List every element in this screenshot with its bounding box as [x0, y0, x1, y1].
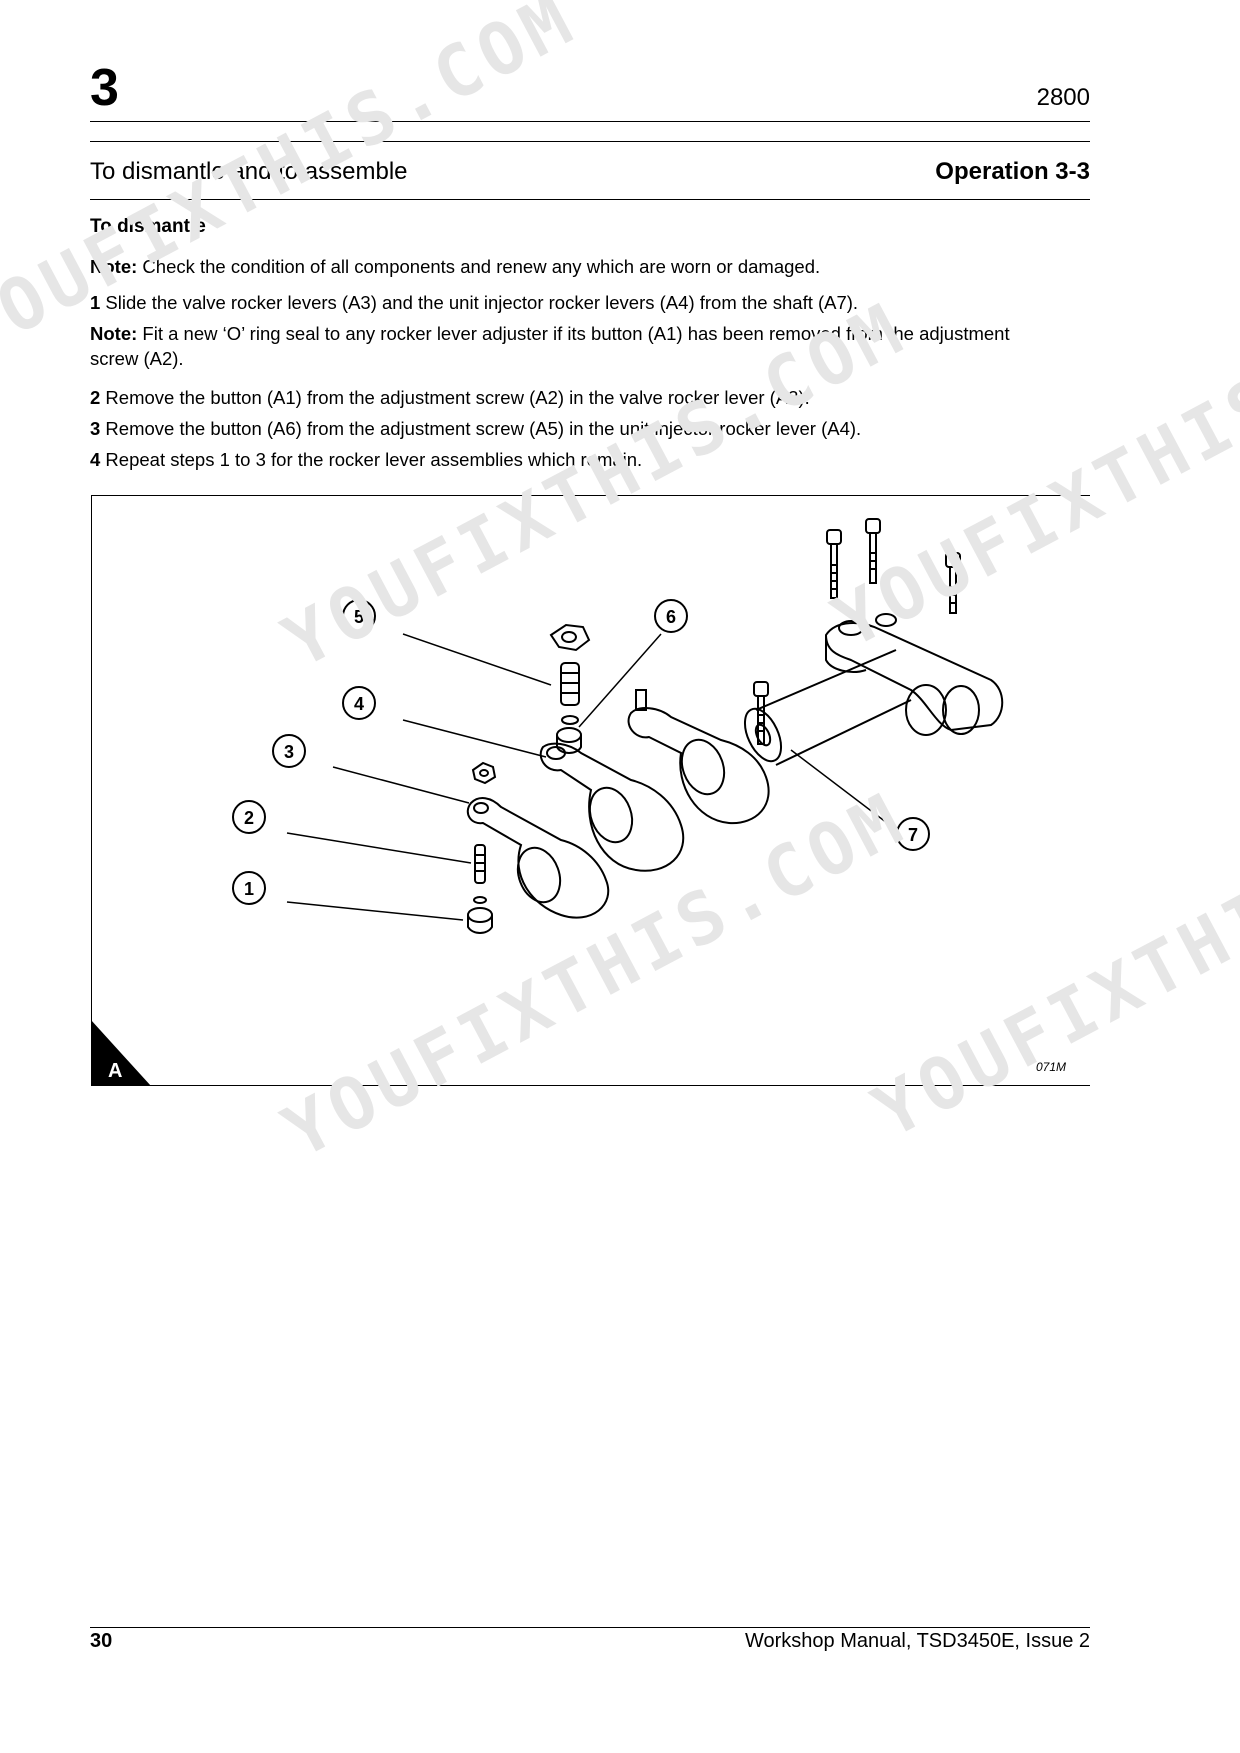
callout-2: 2 — [232, 800, 266, 834]
step-text: Repeat steps 1 to 3 for the rocker lever… — [100, 449, 643, 470]
page-number: 30 — [90, 1630, 113, 1652]
note-text: Check the condition of all components an… — [137, 256, 821, 277]
svg-text:6: 6 — [666, 607, 676, 627]
adjuster-button — [556, 727, 582, 754]
svg-text:2: 2 — [244, 808, 254, 828]
step-number: 2 — [90, 387, 101, 408]
bolt-illustration — [945, 552, 961, 614]
operation-number: Operation 3-3 — [935, 158, 1090, 185]
bolt-illustration — [826, 529, 842, 599]
svg-text:4: 4 — [354, 694, 364, 714]
rocker-shaft — [743, 649, 912, 766]
figure-label: A — [108, 1060, 122, 1082]
step-number: 4 — [90, 449, 101, 470]
svg-text:7: 7 — [908, 825, 918, 845]
svg-text:5: 5 — [354, 607, 364, 627]
chapter-number: 3 — [90, 59, 119, 117]
step-text: Slide the valve rocker levers (A3) and t… — [100, 292, 859, 313]
note-text: Fit a new ‘O’ ring seal to any rocker le… — [90, 323, 1010, 369]
step-number: 1 — [90, 292, 101, 313]
footer-rule — [90, 1627, 1090, 1628]
note-lead: Note: — [90, 256, 138, 277]
step-paragraph: 1 Slide the valve rocker levers (A3) and… — [90, 290, 1050, 315]
note-paragraph: Note: Check the condition of all compone… — [90, 254, 1050, 279]
section-title: To dismantle and to assemble — [90, 158, 408, 185]
step-paragraph: 3 Remove the button (A6) from the adjust… — [90, 416, 1050, 441]
note-paragraph: Note: Fit a new ‘O’ ring seal to any roc… — [90, 321, 1050, 371]
figure-code: 071M — [1035, 1060, 1066, 1074]
bolt-illustration — [753, 681, 769, 745]
header-rule-2 — [90, 141, 1090, 142]
small-nut — [471, 761, 497, 785]
watermark: YOUFIXTHIS.COM — [0, 0, 590, 375]
manual-title: Workshop Manual, TSD3450E, Issue 2 — [745, 1630, 1090, 1652]
callout-5: 5 — [342, 599, 376, 633]
step-paragraph: 4 Repeat steps 1 to 3 for the rocker lev… — [90, 447, 1050, 472]
step-text: Remove the button (A6) from the adjustme… — [100, 418, 862, 439]
adjustment-screw — [474, 844, 486, 884]
subheading: To dismantle — [90, 216, 206, 237]
svg-text:3: 3 — [284, 742, 294, 762]
callout-markers: 5 6 4 3 2 1 7 — [232, 599, 930, 905]
callout-7: 7 — [896, 817, 930, 851]
bolt-illustration — [865, 518, 881, 584]
section-rule — [90, 199, 1090, 200]
callout-leaders — [286, 633, 904, 921]
o-ring — [561, 715, 579, 725]
rocker-shaft-assembly — [824, 613, 1004, 736]
figure-label-corner — [91, 1020, 151, 1086]
valve-rocker-lever — [466, 797, 610, 919]
rocker-lever — [627, 689, 770, 825]
rocker-assembly-illustration: 5 6 4 3 2 1 7 A — [91, 518, 1004, 1086]
svg-text:1: 1 — [244, 879, 254, 899]
header-rule-top — [90, 121, 1090, 122]
adjustment-screw — [560, 662, 580, 706]
callout-6: 6 — [654, 599, 688, 633]
callout-3: 3 — [272, 734, 306, 768]
callout-1: 1 — [232, 871, 266, 905]
engine-model: 2800 — [1036, 84, 1090, 111]
note-lead: Note: — [90, 323, 138, 344]
step-text: Remove the button (A1) from the adjustme… — [100, 387, 810, 408]
step-paragraph: 2 Remove the button (A1) from the adjust… — [90, 385, 1050, 410]
callout-4: 4 — [342, 686, 376, 720]
o-ring — [473, 896, 487, 904]
figure-frame — [91, 495, 1090, 1086]
step-number: 3 — [90, 418, 101, 439]
injector-rocker-lever — [539, 742, 685, 872]
adjuster-button — [467, 907, 493, 934]
lock-nut — [549, 623, 591, 652]
